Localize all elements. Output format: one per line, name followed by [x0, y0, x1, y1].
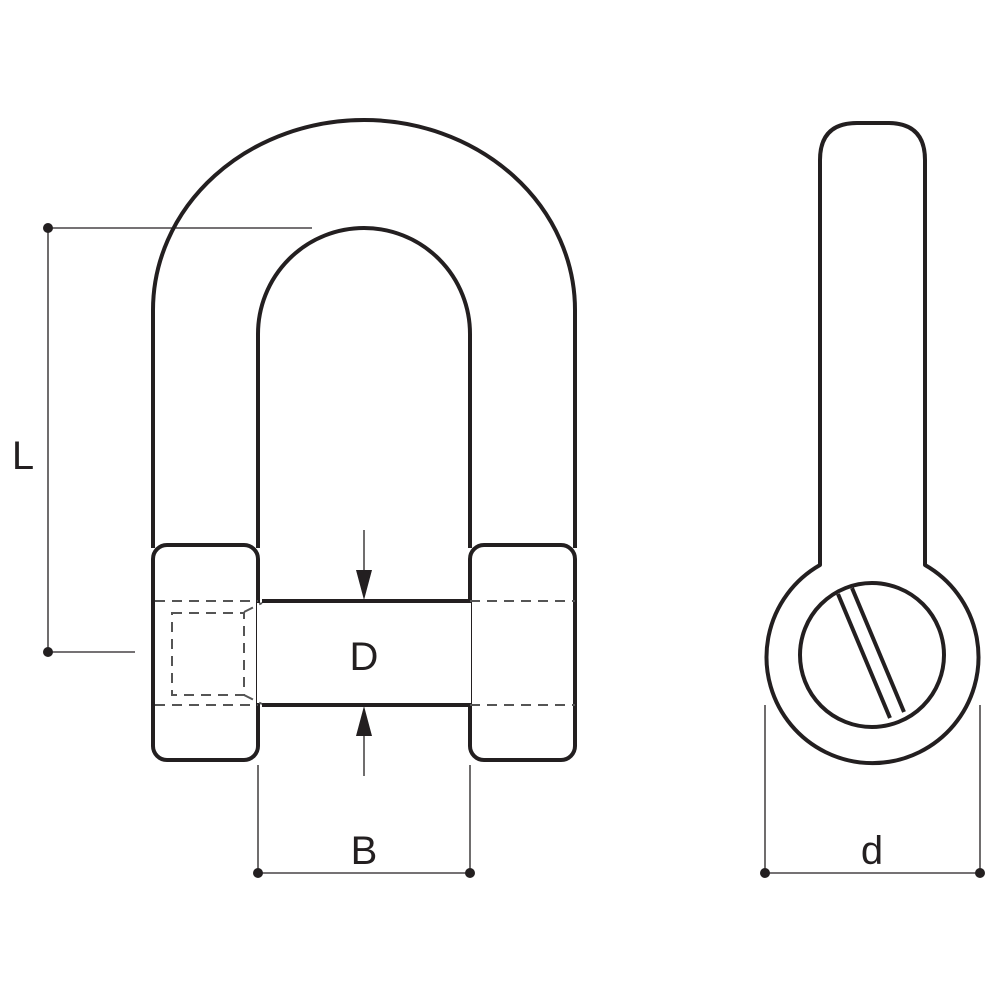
pin-head-circle: [798, 581, 946, 729]
arrow-up-icon: [356, 706, 372, 736]
right-boss: [468, 543, 577, 762]
dimension-dot: [253, 868, 263, 878]
front-view: D L B: [12, 118, 577, 878]
label-D: D: [350, 635, 379, 679]
label-L: L: [12, 434, 34, 478]
pin-slot-line: [850, 587, 906, 713]
dimension-dot: [975, 868, 985, 878]
label-B: B: [351, 829, 378, 873]
bow-outer-outline: [151, 118, 577, 548]
pin-chamfer: [243, 602, 263, 613]
dimension-dot: [465, 868, 475, 878]
dimension-dot: [760, 868, 770, 878]
side-view: d: [760, 121, 985, 878]
dimension-dot: [43, 223, 53, 233]
pin-head-hidden-square: [171, 612, 245, 696]
bow-inner-outline: [256, 226, 472, 548]
pin-body: [257, 603, 471, 703]
arrow-down-icon: [356, 570, 372, 600]
left-boss: [151, 543, 260, 762]
dimension-dot: [43, 647, 53, 657]
pin-slot-line: [836, 593, 892, 719]
label-d: d: [861, 829, 883, 873]
side-outline: [764, 121, 981, 765]
pin-chamfer: [243, 694, 263, 705]
